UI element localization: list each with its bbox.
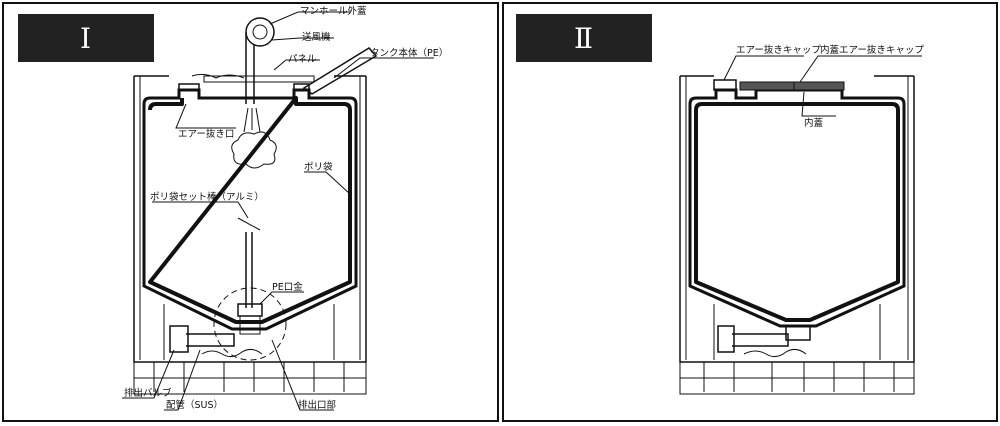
diagram-panel-2: Ⅱ エアー抜きキャップ 内蓋エアー抜きキャップ 内蓋 <box>502 2 998 422</box>
manhole-rim <box>293 83 310 90</box>
label-drain-valve: 排出バルブ <box>124 387 172 399</box>
bag-set-rod <box>245 232 253 308</box>
tank-diagram-2: エアー抜きキャップ 内蓋エアー抜きキャップ 内蓋 <box>679 44 924 395</box>
tank-diagram-1: マンホール外蓋 送風機 パネル タンク本体（PE） エアー抜き口 ポリ袋 ポリ袋… <box>122 5 448 411</box>
leader-lines <box>122 11 434 411</box>
label-panel: パネル <box>288 54 317 65</box>
blower <box>245 17 275 104</box>
tank-cage <box>679 75 915 395</box>
piping <box>186 333 235 347</box>
pe-fitting-highlight <box>213 287 287 361</box>
tank-cage <box>133 75 367 395</box>
label-manhole-cover: マンホール外蓋 <box>300 5 367 17</box>
piping <box>732 333 789 347</box>
drain-valve <box>169 325 189 353</box>
label-tank-body: タンク本体（PE） <box>370 47 448 59</box>
label-pe-fitting: PE口金 <box>272 281 303 293</box>
label-poly-bag: ポリ袋 <box>304 161 333 173</box>
drain-valve <box>717 325 735 353</box>
panel-badge-1: Ⅰ <box>18 14 154 62</box>
inner-lid <box>739 81 845 91</box>
label-piping: 配管（SUS） <box>166 399 223 411</box>
air-vent-port <box>178 83 200 90</box>
label-blower: 送風機 <box>302 31 331 43</box>
pe-fitting <box>237 303 263 317</box>
drain-outlet <box>785 326 811 341</box>
label-bag-rod: ポリ袋セット棒（アルミ） <box>150 191 264 203</box>
tank-body <box>688 88 906 328</box>
leader-lines <box>723 55 922 117</box>
air-vent-cap <box>713 79 737 91</box>
diagram-panel-1: Ⅰ <box>2 2 499 422</box>
label-inner-cap: 内蓋エアー抜きキャップ <box>820 44 924 56</box>
label-air-cap: エアー抜きキャップ <box>736 44 821 56</box>
panel-badge-2: Ⅱ <box>516 14 652 62</box>
label-inner-lid: 内蓋 <box>804 117 824 129</box>
manhole-cover <box>302 47 378 95</box>
label-air-vent: エアー抜き口 <box>178 128 234 140</box>
air-cloud <box>231 131 277 169</box>
label-drain-outlet: 排出口部 <box>298 399 336 411</box>
poly-bag <box>148 96 352 324</box>
panel-plate <box>203 75 315 83</box>
tank-liner <box>694 102 900 322</box>
